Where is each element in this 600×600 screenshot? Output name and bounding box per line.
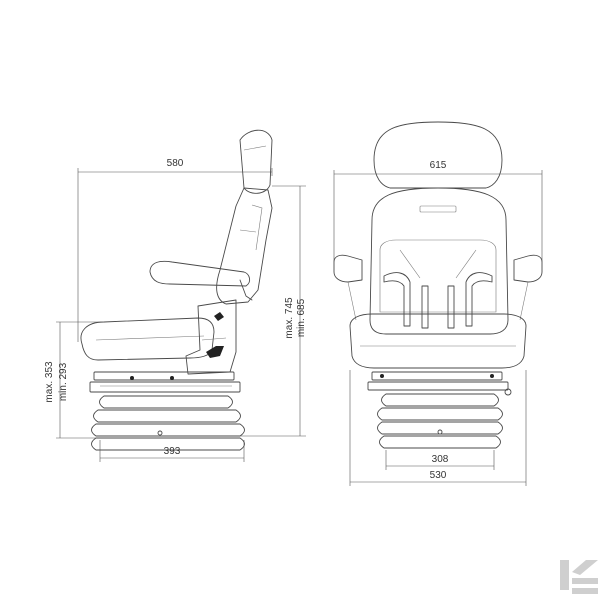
side-base-width-label: 393 (164, 446, 181, 457)
k-logo-icon (560, 560, 598, 594)
front-base-width-label: 530 (430, 470, 447, 481)
base-height-min-label: min. 293 (58, 362, 69, 401)
side-view-dimensions (56, 168, 306, 462)
side-height-min-label: min. 685 (296, 298, 307, 337)
side-width-label: 580 (167, 158, 184, 169)
base-height-max-label: max. 353 (44, 361, 55, 403)
side-height-max-label: max. 745 (284, 297, 295, 339)
front-suspension-width-label: 308 (432, 454, 449, 465)
front-view-seat (333, 121, 543, 449)
side-view-seat (80, 129, 273, 451)
front-view-dimensions (333, 170, 543, 486)
front-width-label: 615 (430, 160, 447, 171)
